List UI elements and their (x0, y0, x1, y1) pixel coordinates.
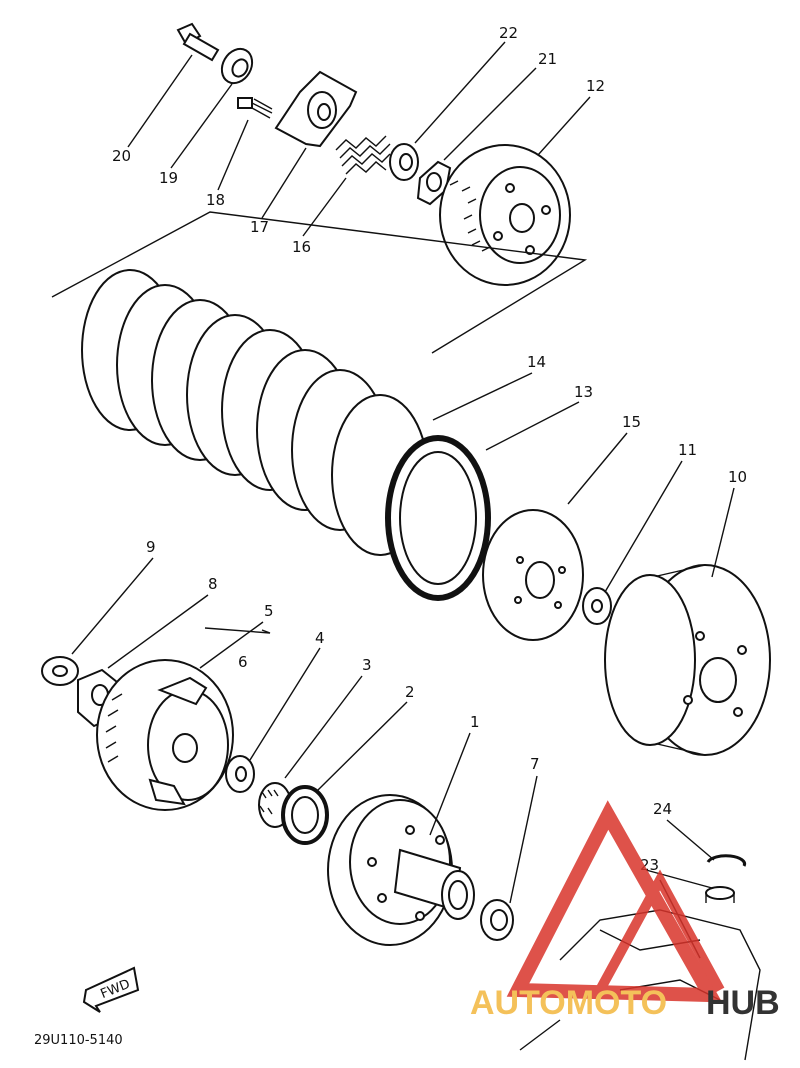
part-24-circlip (706, 854, 747, 867)
part-5-6-centrifugal-clutch (96, 659, 234, 811)
label-part-10: 10 (728, 468, 747, 486)
label-part-11: 11 (678, 441, 697, 459)
label-part-16: 16 (292, 238, 311, 256)
fwd-arrow-icon: FWD (82, 966, 140, 1013)
label-part-15: 15 (622, 413, 641, 431)
label-part-3: 3 (362, 656, 372, 674)
part-2-one-way-clutch (281, 785, 329, 845)
leader-lines (71, 41, 735, 959)
engine-case-fragment (519, 909, 761, 1061)
clutch-plate-stack (81, 269, 429, 556)
part-16-spring (335, 135, 391, 175)
label-part-12: 12 (586, 77, 605, 95)
part-13-friction-plate (385, 435, 491, 601)
part-23-plug (705, 886, 735, 903)
label-part-6: 6 (238, 653, 248, 671)
part-18-screw (237, 97, 273, 119)
part-17-plate (274, 70, 358, 148)
label-part-24: 24 (653, 800, 672, 818)
label-part-13: 13 (574, 383, 593, 401)
label-part-2: 2 (405, 683, 415, 701)
label-part-7: 7 (530, 755, 540, 773)
label-part-4: 4 (315, 629, 325, 647)
part-1-primary-drive-gear (327, 794, 475, 946)
part-4-washer (225, 755, 255, 793)
label-part-18: 18 (206, 191, 225, 209)
plate-stack-bracket (51, 211, 588, 354)
label-part-8: 8 (208, 575, 218, 593)
watermark-text-tail: HUB (706, 984, 780, 1022)
label-part-19: 19 (159, 169, 178, 187)
label-part-9: 9 (146, 538, 156, 556)
part-11-washer (582, 587, 612, 625)
watermark-text-main: AUTOMOTO (470, 984, 667, 1022)
part-9-washer (41, 656, 79, 686)
label-part-22: 22 (499, 24, 518, 42)
drawing-code: 29U110-5140 (34, 1033, 123, 1048)
part-10-clutch-housing (604, 564, 771, 756)
part-15-pressure-plate (482, 509, 584, 641)
part-12-clutch-boss (439, 144, 571, 286)
label-part-1: 1 (470, 713, 480, 731)
part-19-bearing (220, 47, 254, 85)
automotohub-logo-icon (506, 800, 725, 1003)
label-part-14: 14 (527, 353, 546, 371)
part-20-bolt (176, 22, 220, 62)
label-part-20: 20 (112, 147, 131, 165)
part-22-washer (389, 143, 419, 181)
label-part-5: 5 (264, 602, 274, 620)
label-part-17: 17 (250, 218, 269, 236)
label-part-21: 21 (538, 50, 557, 68)
part-7-washer (480, 899, 514, 941)
